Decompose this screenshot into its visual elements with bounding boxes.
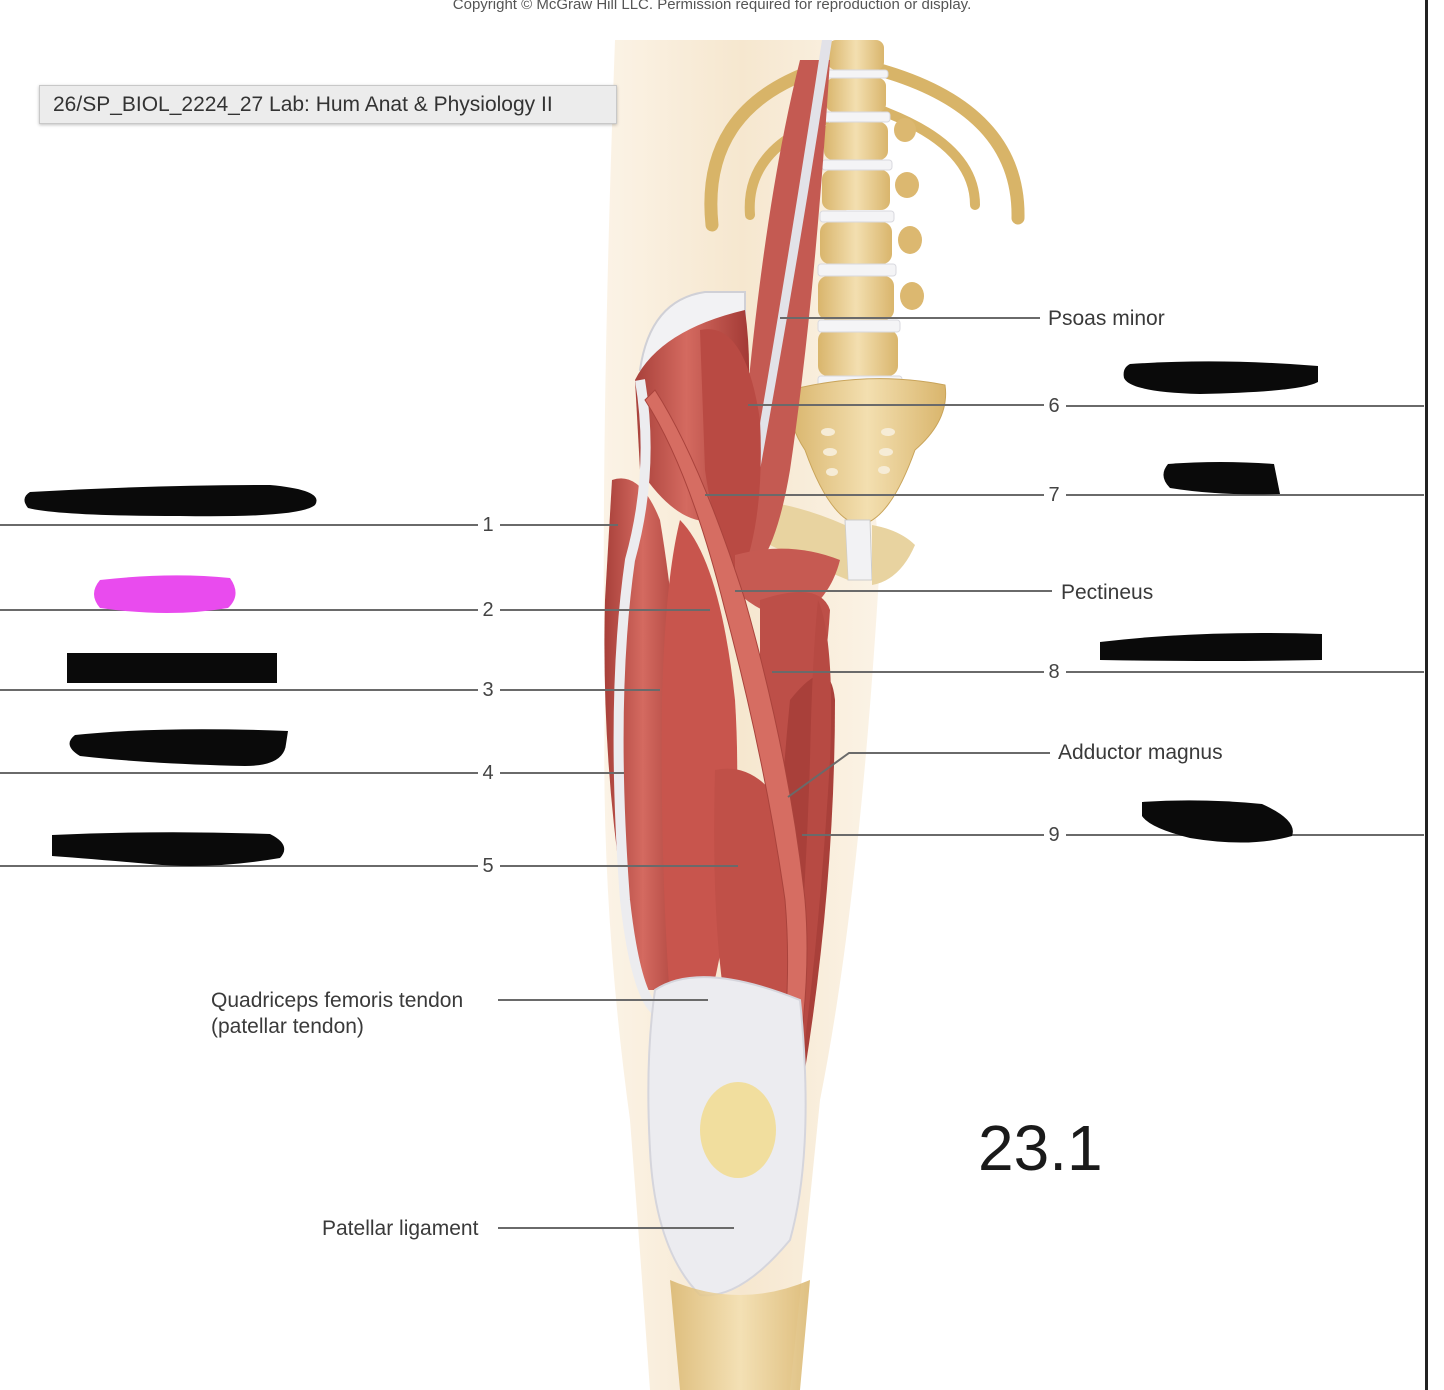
number-2: 2 [482, 599, 494, 621]
number-9: 9 [1048, 824, 1060, 846]
psoas-minor [752, 40, 832, 470]
right-rib-2 [875, 105, 980, 210]
copyright-notice: Copyright © McGraw Hill LLC. Permission … [452, 0, 972, 13]
label-quadriceps-line-2: (patellar tendon) [211, 1015, 364, 1038]
number-3: 3 [482, 679, 494, 701]
left-rib [704, 63, 822, 232]
label-adductor-magnus: Adductor magnus [1058, 741, 1223, 764]
label-pectineus: Pectineus [1061, 581, 1154, 604]
redaction-scribble-8 [1100, 633, 1322, 661]
iliotibial-tract [613, 379, 659, 1014]
highlight-scribble-2 [94, 575, 236, 613]
pubic-bone-right [872, 525, 915, 585]
number-7: 7 [1048, 484, 1060, 506]
label-psoas-minor: Psoas minor [1048, 307, 1165, 330]
figure-number: 23.1 [978, 1112, 1103, 1184]
label-quadriceps-line-1: Quadriceps femoris tendon [211, 989, 464, 1012]
number-8: 8 [1048, 661, 1060, 683]
sacrum [788, 378, 947, 526]
tibia [670, 1280, 810, 1390]
course-tooltip: 26/SP_BIOL_2224_27 Lab: Hum Anat & Physi… [39, 85, 617, 124]
redaction-scribble-9 [1142, 800, 1293, 843]
number-6: 6 [1048, 395, 1060, 417]
right-rib [873, 63, 1025, 225]
number-1: 1 [482, 514, 494, 536]
redaction-scribble-7 [1163, 462, 1280, 495]
redaction-scribble-1 [24, 485, 317, 517]
pubic-symphysis [844, 519, 873, 581]
label-quadriceps-tendon: Quadriceps femoris tendon (patellar tend… [211, 988, 463, 1040]
redaction-scribble-6 [1123, 361, 1318, 394]
number-4: 4 [482, 762, 494, 784]
number-5: 5 [482, 855, 494, 877]
redaction-bar-3 [67, 653, 277, 683]
redaction-scribble-5 [52, 832, 285, 866]
redaction-scribble-4 [69, 729, 288, 766]
lumbar-spine [817, 40, 924, 389]
patella [700, 1082, 776, 1178]
label-patellar-ligament: Patellar ligament [322, 1217, 479, 1240]
right-edge-border [1425, 0, 1428, 1390]
